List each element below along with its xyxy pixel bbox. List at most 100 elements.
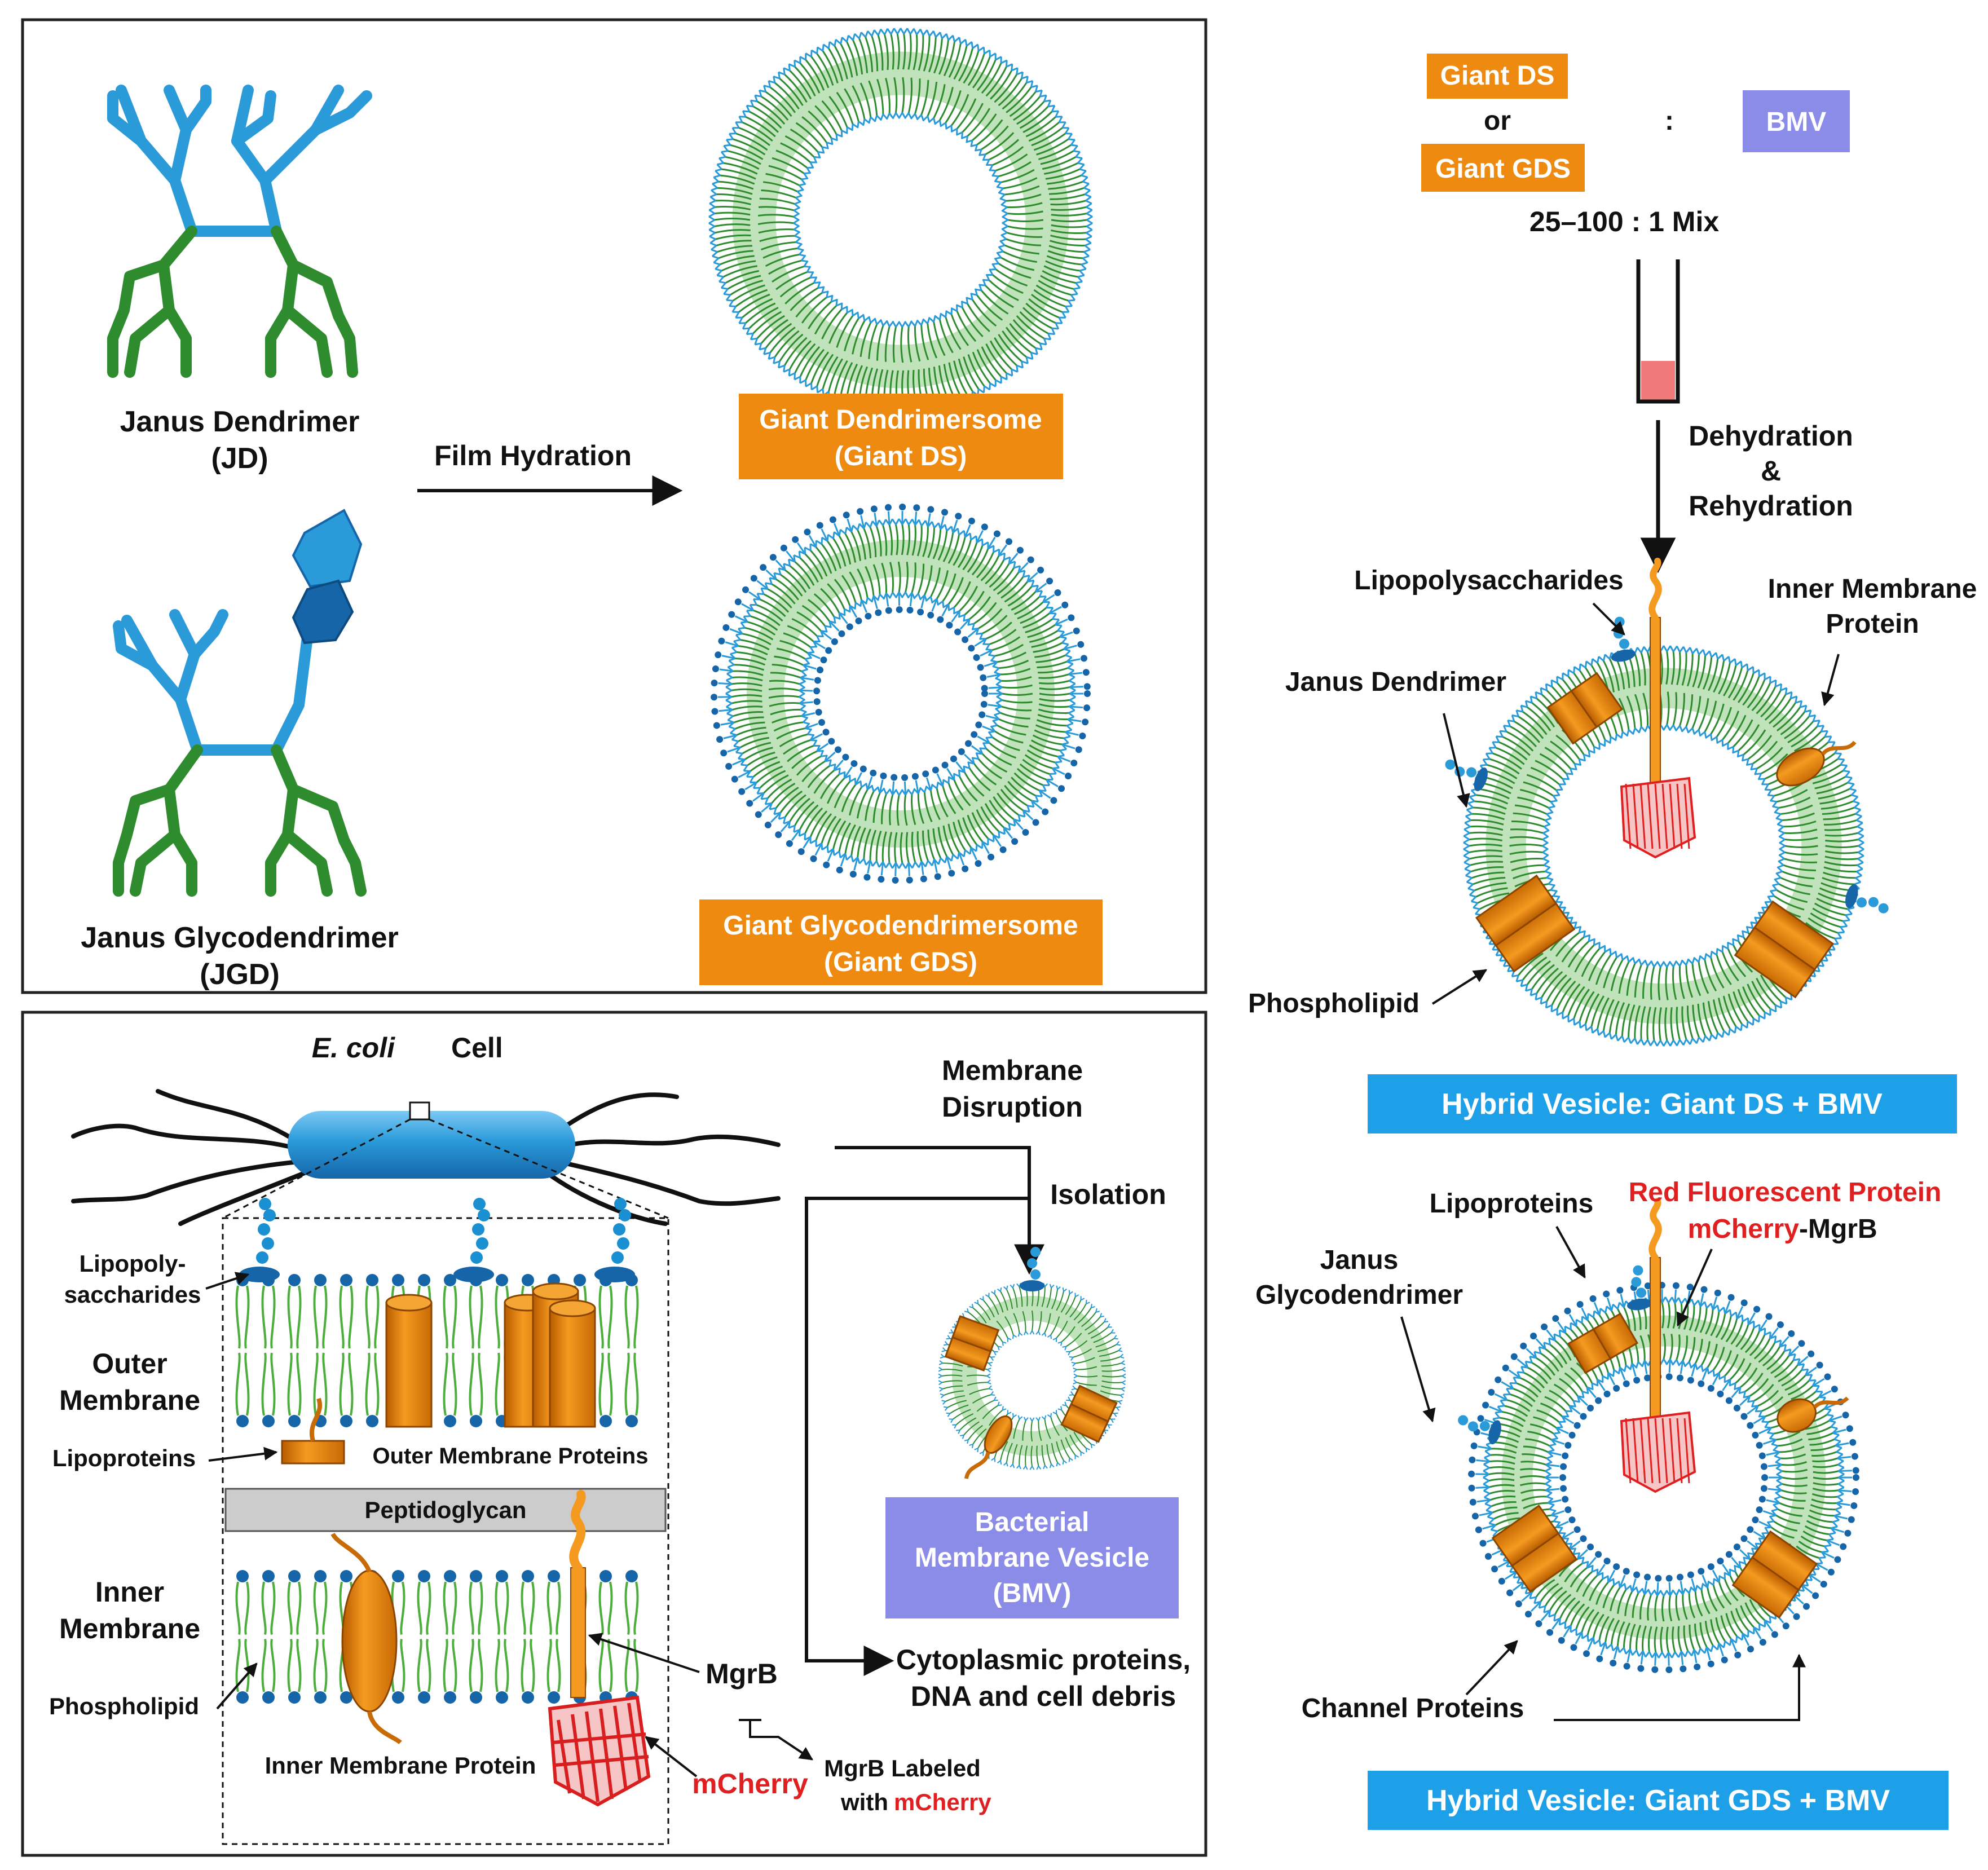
- ecoli-cell-body: [288, 1111, 575, 1179]
- lps-arrow: [205, 1272, 250, 1290]
- giant-gds-box-c: [1421, 144, 1585, 192]
- inner-membrane-protein-label-b: Inner Membrane Protein: [265, 1752, 536, 1779]
- mix-label: 25–100 : 1 Mix: [1529, 206, 1720, 237]
- inner-membrane-label-2: Membrane: [59, 1613, 200, 1644]
- bmv-label-2: Membrane Vesicle: [915, 1543, 1149, 1573]
- inner-membrane-label-1: Inner: [95, 1576, 164, 1608]
- peptidoglycan-label: Peptidoglycan: [364, 1497, 526, 1523]
- giant-gds-label-1: Giant Glycodendrimersome: [723, 911, 1078, 941]
- lps-arrow-c: [1592, 602, 1625, 636]
- giant-ds-label-2: (Giant DS): [835, 442, 967, 471]
- outer-membrane-proteins: [385, 1282, 596, 1428]
- membrane-disruption-1: Membrane: [942, 1055, 1083, 1086]
- imp-label-c-1: Inner Membrane: [1768, 574, 1977, 604]
- outer-membrane-label-2: Membrane: [59, 1384, 200, 1416]
- zoom-lines: [222, 1118, 669, 1845]
- bmv-label-box: [885, 1497, 1179, 1618]
- lipoprotein-tail: [310, 1397, 322, 1442]
- inner-membrane-protein: [341, 1569, 398, 1713]
- lipoproteins-label-c: Lipoproteins: [1430, 1189, 1594, 1219]
- imp-label-c-2: Protein: [1826, 609, 1919, 639]
- phospholipid-arrow-c: [1431, 969, 1488, 1005]
- ecoli-cell-label: Cell: [451, 1032, 503, 1064]
- hybrid-ds-vesicle: [1445, 558, 1889, 1047]
- sugar-hexagon-1: [292, 509, 363, 588]
- mgrb-helix: [570, 1567, 586, 1698]
- film-hydration-label: Film Hydration: [434, 440, 632, 471]
- janus-dendrimer-arrow-c: [1443, 713, 1470, 808]
- hybrid-ds-banner: [1368, 1074, 1957, 1134]
- lps-label-2: saccharides: [64, 1281, 201, 1308]
- dehydration-1: Dehydration: [1689, 420, 1853, 452]
- colon-label: :: [1665, 106, 1674, 136]
- janus-glycodendrimer-molecule: [113, 609, 367, 897]
- cytoplasmic-label-2: DNA and cell debris: [911, 1681, 1176, 1712]
- jd-label-1: Janus Dendrimer: [120, 405, 360, 438]
- giant-gds-label-2: (Giant GDS): [824, 947, 977, 977]
- debris-arrow: [805, 1197, 1029, 1676]
- imp-tail-top: [330, 1532, 372, 1573]
- mgrb-label: MgrB: [706, 1658, 778, 1690]
- lps-label-1: Lipopoly-: [80, 1250, 186, 1277]
- mgrb-labeled-arrow: [749, 1720, 813, 1761]
- panel-b-frame: [21, 1011, 1207, 1857]
- lipoprotein: [281, 1440, 345, 1465]
- phospholipid-label-c: Phospholipid: [1248, 989, 1420, 1018]
- mcherry-label: mCherry: [692, 1768, 808, 1800]
- channel-arrow-left: [1465, 1640, 1518, 1696]
- isolation-arrow: [835, 1146, 1044, 1275]
- giant-ds-vesicle: [708, 28, 1093, 412]
- giant-gds-vesicle: [711, 504, 1091, 884]
- mcherry-arrow: [645, 1736, 698, 1778]
- jgd-label-2: (JGD): [200, 958, 280, 991]
- imp-tail-bottom: [367, 1711, 402, 1745]
- panel-a-frame: [21, 18, 1207, 994]
- channel-proteins-label: Channel Proteins: [1302, 1693, 1524, 1723]
- janus-glyco-label-2: Glycodendrimer: [1255, 1280, 1463, 1310]
- hybrid-gds-vesicle: [1458, 1198, 1859, 1673]
- lipoproteins-arrow: [208, 1446, 278, 1462]
- giant-gds-c: Giant GDS: [1435, 154, 1571, 184]
- mgrb-labeled-1: MgrB Labeled: [824, 1755, 981, 1781]
- isolation-label: Isolation: [1050, 1179, 1166, 1210]
- dehydration-2: &: [1761, 455, 1781, 487]
- zoom-box: [409, 1101, 430, 1121]
- dehydration-3: Rehydration: [1689, 490, 1853, 522]
- bmv-label-1: Bacterial: [975, 1507, 1090, 1537]
- mcherry-barrel: [548, 1695, 651, 1807]
- lps-label-c: Lipopolysaccharides: [1354, 566, 1624, 596]
- phospholipid-label-b: Phospholipid: [49, 1693, 199, 1719]
- outer-membrane-label-1: Outer: [92, 1348, 167, 1379]
- outer-membrane-proteins-label: Outer Membrane Proteins: [372, 1444, 648, 1468]
- ecoli-italic-label: E. coli: [312, 1032, 395, 1064]
- lipoproteins-label: Lipoproteins: [52, 1445, 196, 1471]
- bmv-label-3: (BMV): [993, 1578, 1072, 1608]
- lipoproteins-arrow-c: [1555, 1226, 1586, 1279]
- giant-ds-label-1: Giant Dendrimersome: [759, 405, 1042, 435]
- bmv-vesicle: [938, 1247, 1126, 1479]
- peptidoglycan-bar: [224, 1488, 667, 1532]
- janus-dendrimer-label-c: Janus Dendrimer: [1285, 667, 1506, 697]
- jgd-label-1: Janus Glycodendrimer: [81, 921, 399, 954]
- tube-liquid: [1641, 361, 1675, 400]
- bmv-c: BMV: [1766, 107, 1827, 137]
- panel-c: Giant DS or Giant GDS : BMV 25–100 : 1 M…: [1248, 54, 1977, 1830]
- test-tube: [1636, 259, 1680, 404]
- mcherry-mgrb-black: -MgrB: [1799, 1214, 1877, 1244]
- janus-glyco-label-1: Janus: [1320, 1245, 1399, 1275]
- panel-b: E. coli Cell: [21, 1011, 1207, 1857]
- hybrid-gds-label: Hybrid Vesicle: Giant GDS + BMV: [1426, 1784, 1890, 1817]
- cytoplasmic-label-1: Cytoplasmic proteins,: [896, 1644, 1191, 1675]
- janus-dendrimer-molecule: [107, 85, 372, 378]
- membrane-disruption-2: Disruption: [942, 1091, 1083, 1123]
- janus-glyco-arrow: [1400, 1316, 1436, 1423]
- flagella: [71, 1089, 781, 1226]
- lps-chains: [239, 1198, 635, 1282]
- panel-a: Janus Dendrimer (JD) Janus Gly: [21, 18, 1207, 994]
- phospholipid-arrow-b: [216, 1662, 258, 1710]
- mcherry-arrow-c: [1676, 1249, 1713, 1327]
- mgrb-labeled-2-prefix: with: [840, 1789, 888, 1815]
- mcherry-mgrb-red: mCherry: [1688, 1214, 1800, 1244]
- channel-arrow-right: [1554, 1653, 1806, 1721]
